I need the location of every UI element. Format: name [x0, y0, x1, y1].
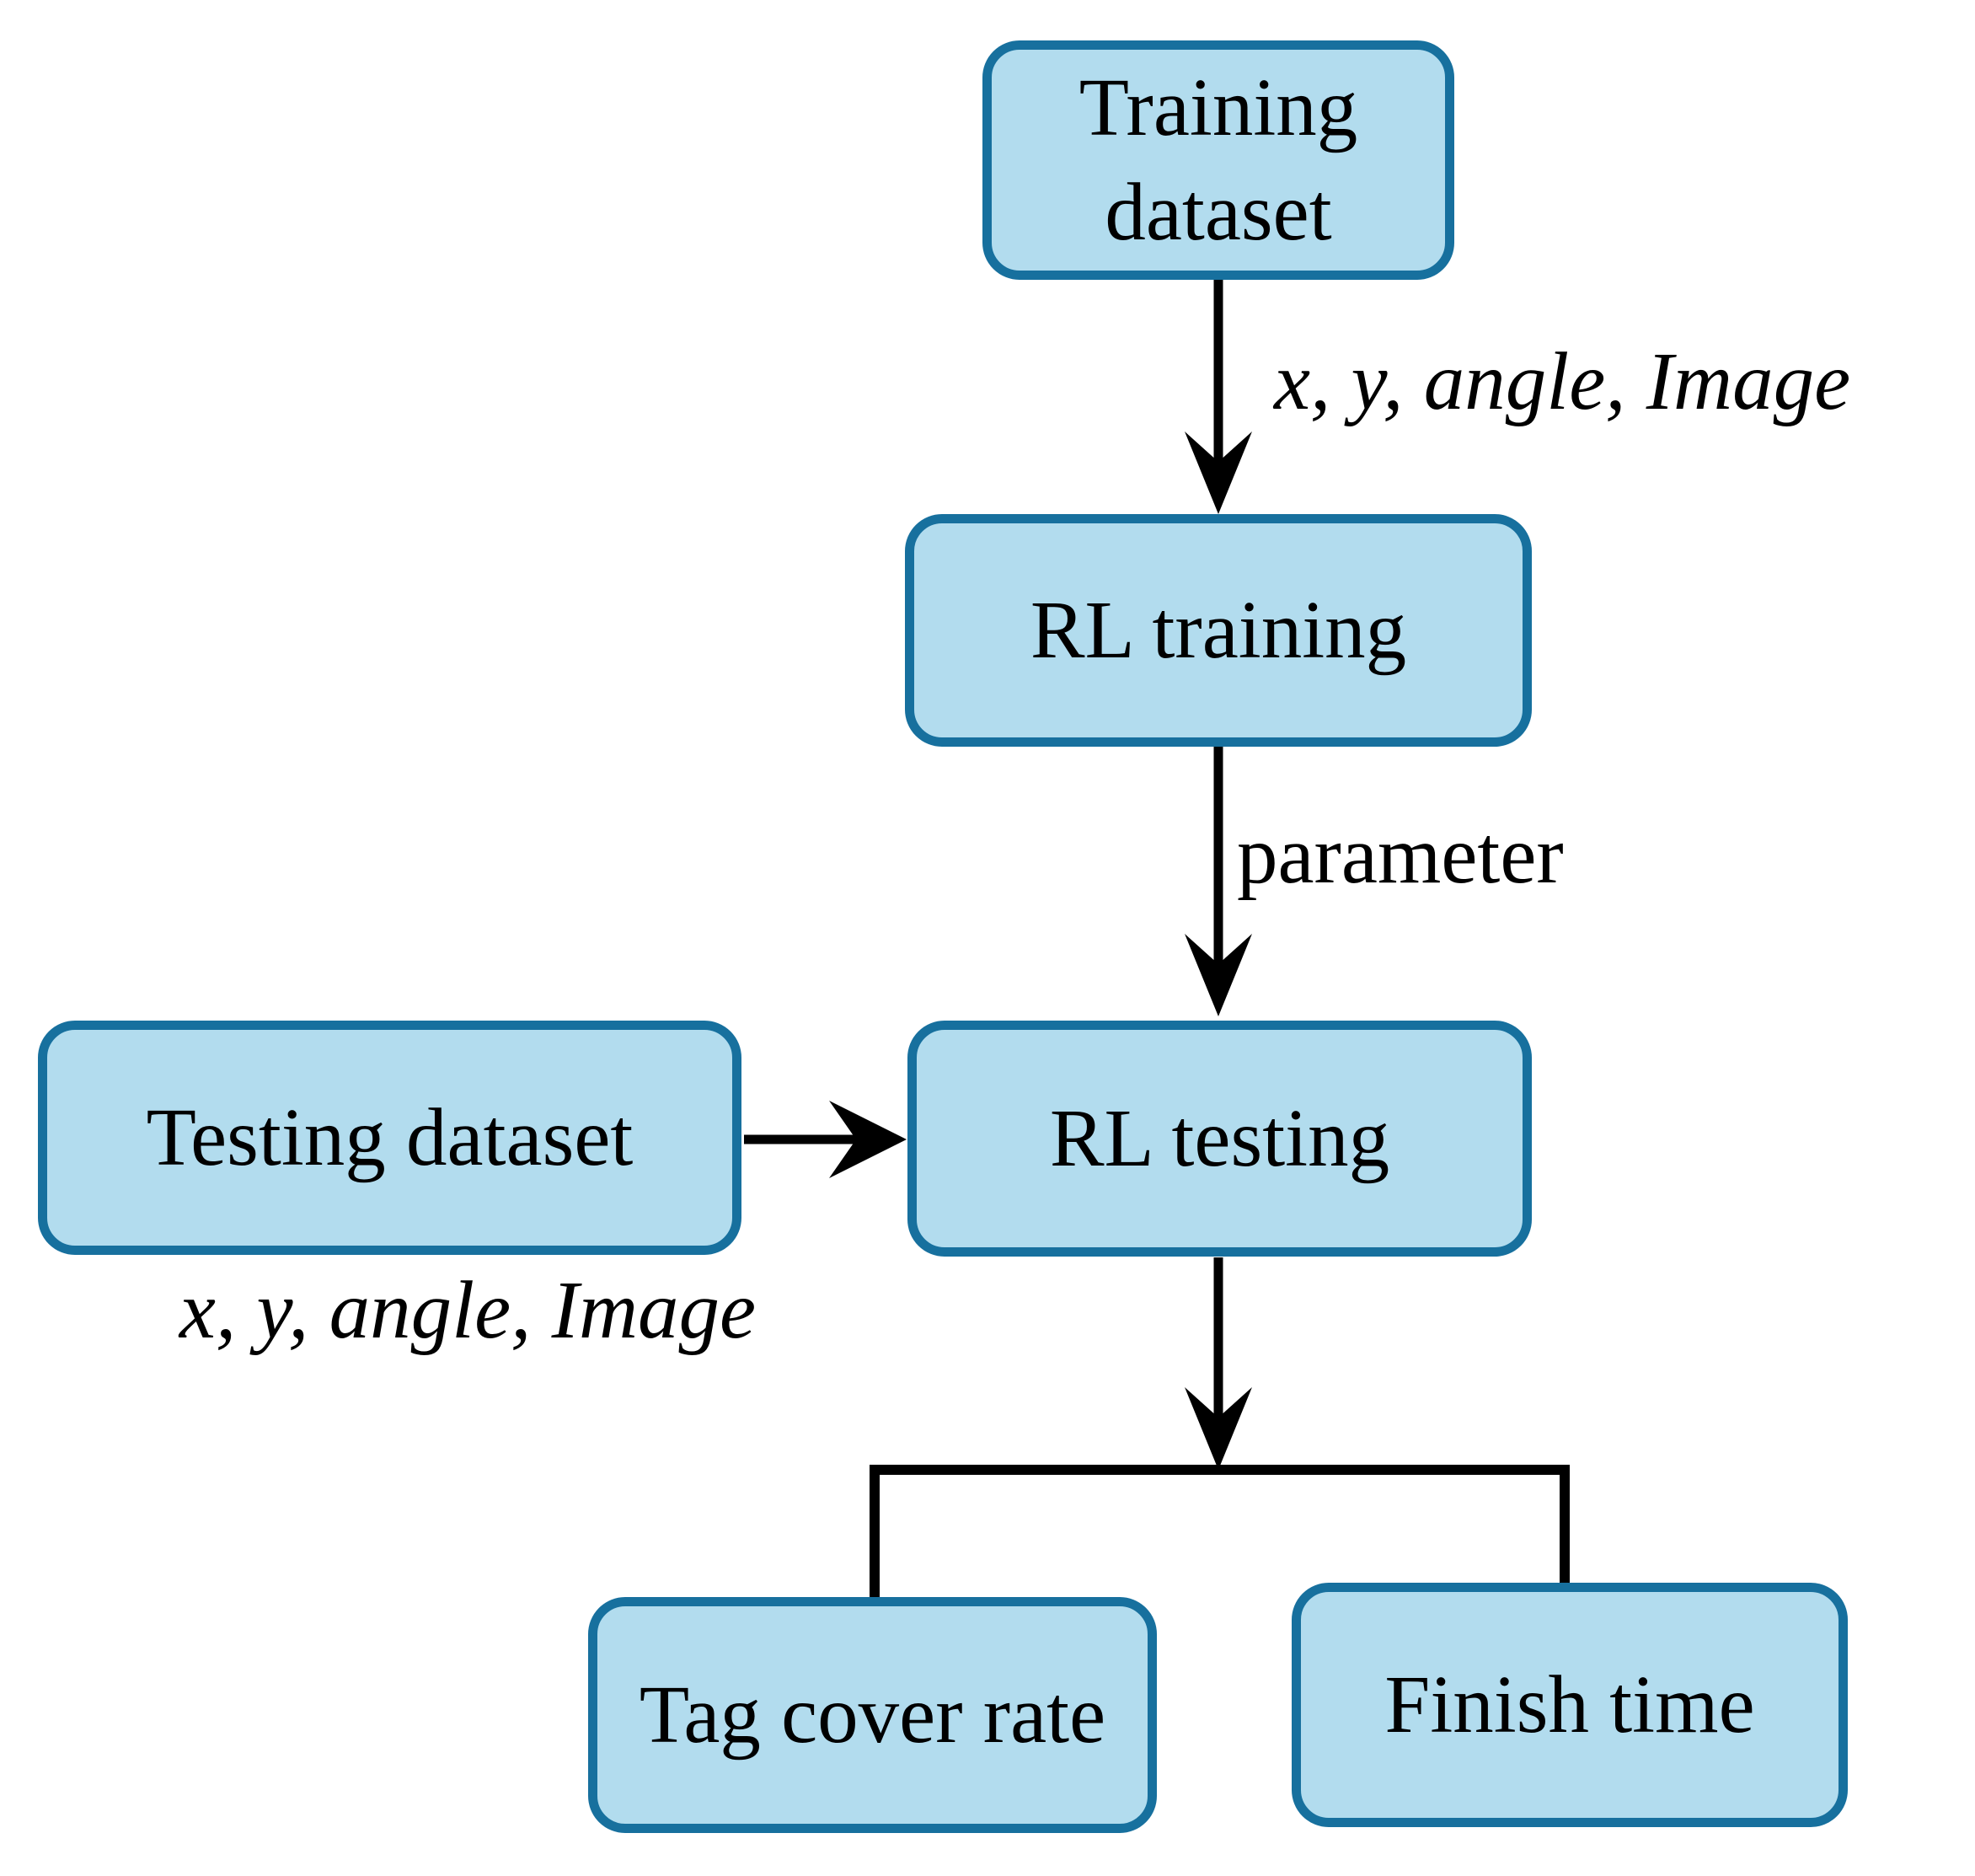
- arrow-testing-dataset-to-rl-testing: [744, 1101, 907, 1178]
- node-testing-dataset-label: Testing dataset: [146, 1091, 634, 1182]
- node-tag-cover-rate: Tag cover rate: [588, 1597, 1157, 1833]
- arrow-rl-training-to-rl-testing: [1185, 747, 1252, 1016]
- node-training-dataset: Training dataset: [982, 40, 1454, 280]
- label-testing-dataset-attributes: x, y, angle, Image: [179, 1265, 757, 1355]
- branch-connector: [870, 1465, 1570, 1601]
- edge-label-training-to-rl-training: x, y, angle, Image: [1274, 336, 1851, 426]
- node-testing-dataset: Testing dataset: [38, 1021, 741, 1255]
- node-tag-cover-rate-label: Tag cover rate: [639, 1669, 1106, 1760]
- node-rl-testing-label: RL testing: [1049, 1092, 1390, 1183]
- node-training-dataset-label: Training dataset: [1078, 62, 1358, 257]
- node-rl-training-label: RL training: [1030, 584, 1407, 675]
- node-rl-training: RL training: [905, 514, 1532, 747]
- arrow-training-dataset-to-rl-training: [1185, 280, 1252, 514]
- node-finish-time-label: Finish time: [1384, 1659, 1755, 1750]
- arrow-rl-testing-to-branch: [1185, 1257, 1252, 1470]
- node-rl-testing: RL testing: [907, 1021, 1532, 1257]
- node-finish-time: Finish time: [1292, 1583, 1848, 1827]
- edge-label-parameter: parameter: [1237, 810, 1564, 900]
